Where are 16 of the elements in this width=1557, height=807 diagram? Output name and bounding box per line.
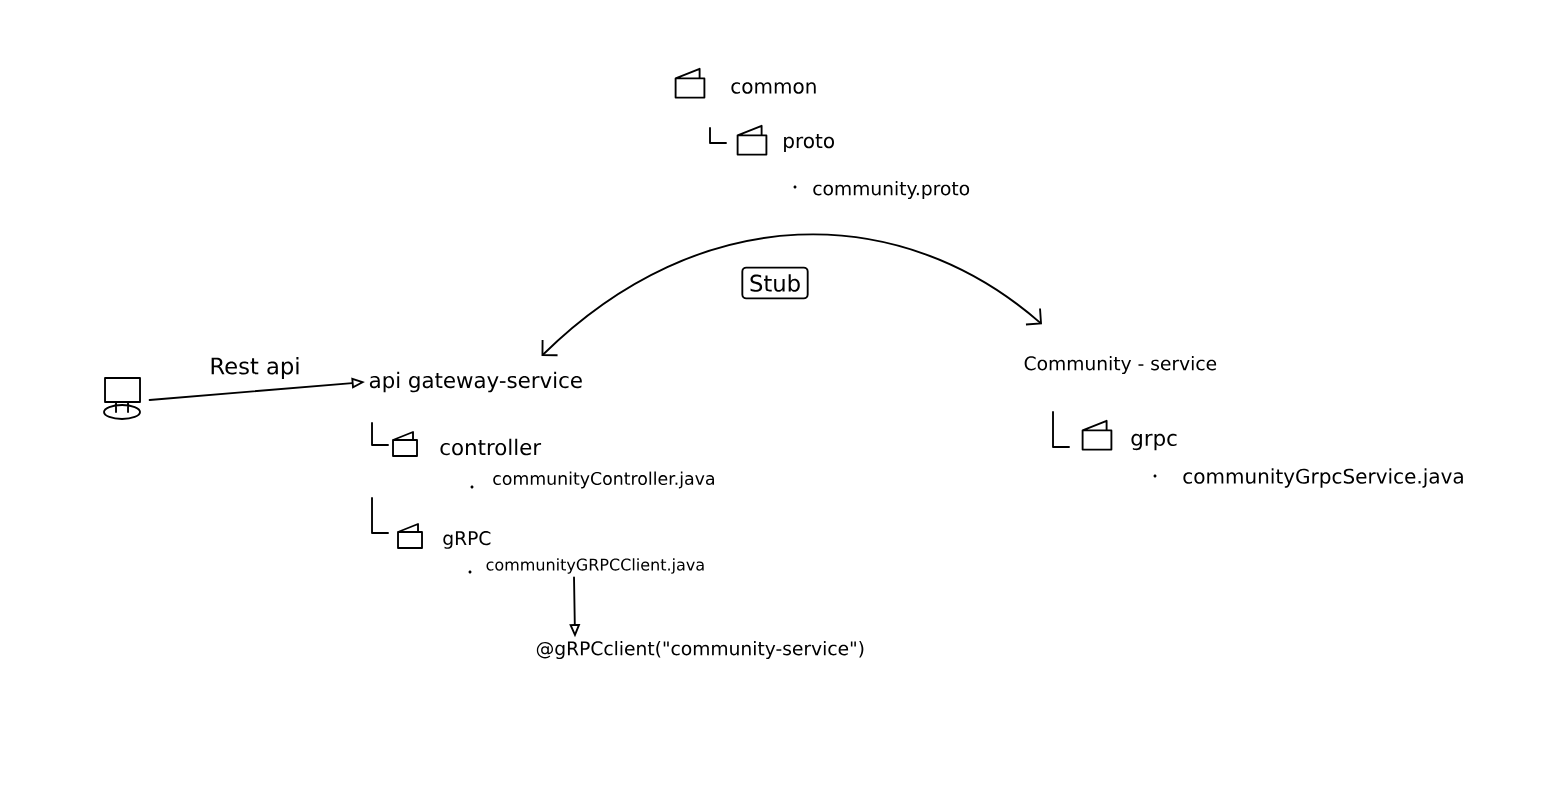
folder-label: gRPC <box>443 531 491 549</box>
folder-label: communityController.java <box>493 471 714 489</box>
node-text: @gRPCclient("community-service") <box>536 640 864 660</box>
arrow <box>541 233 1042 357</box>
node-text: communityGRPCClient.java <box>486 558 704 574</box>
edge-label: Rest api <box>206 354 304 382</box>
folder-label: common <box>731 82 816 94</box>
computer-icon <box>103 377 141 420</box>
folder-label: community.proto <box>813 180 970 200</box>
folder-label: communityGrpcService.java <box>1183 468 1463 488</box>
edge-label: Stub <box>741 266 809 300</box>
folder-label: controller <box>440 438 542 456</box>
node-text: api gateway-service <box>369 371 582 393</box>
node-text: Community - service <box>1024 355 1217 375</box>
folder-label: proto <box>784 133 834 153</box>
folder-label: grpc <box>1131 433 1177 451</box>
